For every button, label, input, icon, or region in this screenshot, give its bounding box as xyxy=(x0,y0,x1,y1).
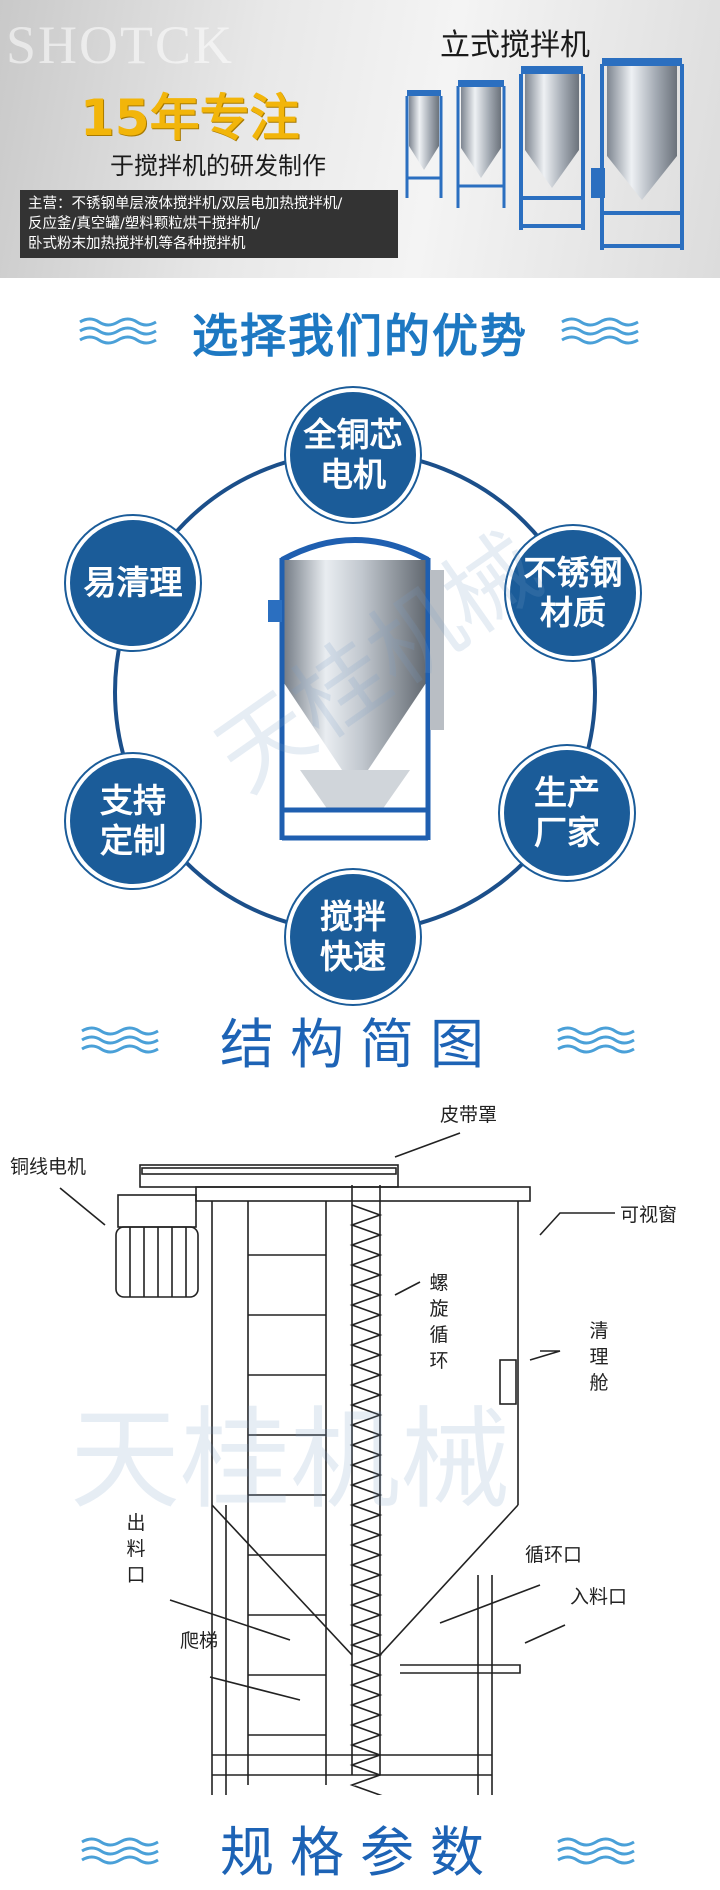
label-inlet: 入料口 xyxy=(570,1586,628,1608)
main-business-line: 卧式粉末加热搅拌机等各种搅拌机 xyxy=(28,236,246,252)
mixer-image-3 xyxy=(519,66,585,230)
wave-decoration-left xyxy=(81,1837,159,1865)
main-business-line: 主营：不锈钢单层液体搅拌机/双层电加热搅拌机/ xyxy=(28,196,343,212)
years-headline: 15年专注 xyxy=(80,89,300,147)
advantage-easy-clean: 易清理 xyxy=(70,520,196,646)
structure-diagram xyxy=(59,1132,615,1795)
label-circulation-port: 循环口 xyxy=(525,1544,583,1566)
wave-decoration-right xyxy=(557,1837,635,1865)
advantage-stainless-steel: 不锈钢 材质 xyxy=(510,530,636,656)
advantage-label: 搅拌 快速 xyxy=(320,897,386,976)
advantage-label: 支持 定制 xyxy=(100,781,166,860)
mixer-image-2 xyxy=(456,80,506,208)
wave-decoration-left xyxy=(79,317,157,345)
label-sight-window: 可视窗 xyxy=(620,1204,678,1226)
structure-watermark: 天桂机械 xyxy=(70,1396,510,1524)
advantage-fast-mixing: 搅拌 快速 xyxy=(290,874,416,1000)
structure-title: 结构简图 xyxy=(220,1013,500,1076)
central-mixer-image xyxy=(268,537,444,841)
hero-banner: SHOTCK xyxy=(0,0,720,278)
label-spiral-circulation: 螺旋循环 xyxy=(429,1272,449,1372)
specs-title: 规格参数 xyxy=(220,1821,500,1884)
mixer-product-images xyxy=(405,58,684,250)
mixer-image-1 xyxy=(405,90,443,198)
advantage-copper-motor: 全铜芯 电机 xyxy=(290,392,416,518)
wave-decoration-left xyxy=(81,1026,159,1054)
main-business-line: 反应釜/真空罐/塑料颗粒烘干搅拌机/ xyxy=(28,216,261,232)
label-copper-motor: 铜线电机 xyxy=(10,1156,87,1178)
years-subtitle: 于搅拌机的研发制作 xyxy=(110,152,326,180)
wave-decoration-right xyxy=(561,317,639,345)
advantage-manufacturer: 生产 厂家 xyxy=(504,750,630,876)
advantage-customization: 支持 定制 xyxy=(70,758,196,884)
mixer-image-4 xyxy=(591,58,684,250)
advantage-label: 生产 厂家 xyxy=(534,773,600,852)
label-ladder: 爬梯 xyxy=(180,1630,219,1652)
advantages-title: 选择我们的优势 xyxy=(192,309,528,363)
wave-decoration-right xyxy=(557,1026,635,1054)
label-outlet: 出料口 xyxy=(126,1512,146,1586)
label-cleaning-hatch: 清理舱 xyxy=(589,1320,609,1394)
advantage-label: 易清理 xyxy=(83,563,183,602)
label-belt-cover: 皮带罩 xyxy=(440,1104,498,1126)
banner-watermark: SHOTCK xyxy=(6,15,235,75)
advantage-label: 全铜芯 电机 xyxy=(303,415,403,494)
main-business-box: 主营：不锈钢单层液体搅拌机/双层电加热搅拌机/ 反应釜/真空罐/塑料颗粒烘干搅拌… xyxy=(20,190,398,258)
advantage-label: 不锈钢 材质 xyxy=(523,553,623,632)
product-title: 立式搅拌机 xyxy=(440,28,590,63)
